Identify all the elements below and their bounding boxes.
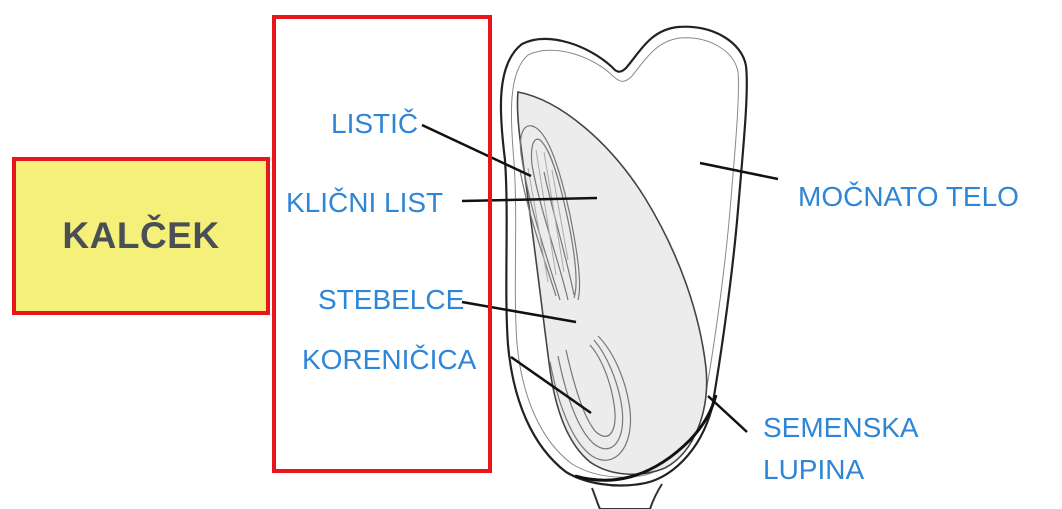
- grain-stalk: [592, 484, 662, 509]
- label-klicni-list: KLIČNI LIST: [286, 187, 443, 219]
- label-mocnato-telo: MOČNATO TELO: [798, 181, 1019, 213]
- label-korenicica: KORENIČICA: [302, 344, 476, 376]
- embryo-parts-frame: [272, 15, 492, 473]
- leader-semenska-lupina: [708, 396, 747, 432]
- label-semenska: SEMENSKA: [763, 412, 919, 444]
- label-listic: LISTIČ: [331, 108, 418, 140]
- label-lupina: LUPINA: [763, 454, 864, 486]
- kalcek-label: KALČEK: [62, 215, 219, 257]
- label-stebelce: STEBELCE: [318, 284, 464, 316]
- kalcek-box: KALČEK: [12, 157, 270, 315]
